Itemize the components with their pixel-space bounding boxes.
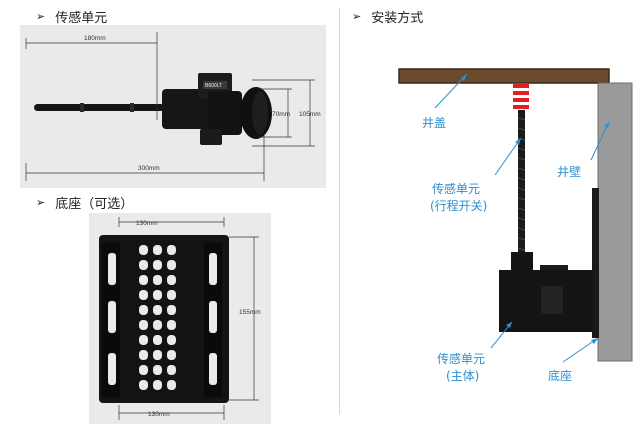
dim-label-base-width-bottom: 130mm <box>148 411 170 418</box>
well-wall <box>597 82 633 362</box>
well-wall-bracket <box>592 188 599 338</box>
probe-rod-joint <box>80 103 84 112</box>
heading-base-optional-text: 底座（可选） <box>55 196 134 211</box>
probe-rod <box>34 104 164 111</box>
dim-label-300: 300mm <box>138 165 160 172</box>
sensor-body <box>162 89 212 129</box>
dim-label-180: 180mm <box>84 35 106 42</box>
device-code-label: B600LT <box>205 83 222 89</box>
label-manhole-cover: 井盖 <box>422 116 446 130</box>
bullet-arrow-icon: ➢ <box>352 11 362 23</box>
heading-installation: ➢ 安装方式 <box>352 7 423 26</box>
base-slot-grid <box>139 245 176 390</box>
sensor-mid-housing <box>208 91 242 135</box>
sensor-unit-drawing: B600LT 180mm 300mm 70mm 105mm <box>25 32 321 181</box>
heading-sensor-unit-text: 传感单元 <box>55 10 108 25</box>
dim-label-base-height: 155mm <box>239 309 261 316</box>
unit-front-cap <box>541 286 563 314</box>
label-switch-line2: (行程开关) <box>430 198 487 213</box>
installation-diagram: 井盖 井壁 传感单元 (行程开关) 传感单元 (主体) 底座 <box>398 68 633 383</box>
switch-rod <box>518 110 525 260</box>
red-spring <box>513 84 529 109</box>
sensor-end-cap-rim <box>252 91 268 135</box>
column-divider <box>339 8 340 414</box>
sensor-label-plate <box>203 81 227 89</box>
probe-rod-joint <box>130 103 134 112</box>
label-main-unit-line1: 传感单元 <box>437 351 485 366</box>
label-well-wall: 井壁 <box>557 164 581 179</box>
sensor-unit-photo: B600LT 180mm 300mm 70mm 105mm <box>20 25 326 188</box>
label-main-unit-line2: (主体) <box>446 369 479 383</box>
sensor-bottom-clip <box>200 129 222 145</box>
switch-rod-thread <box>517 117 526 251</box>
dim-label-base-width-top: 130mm <box>136 220 158 227</box>
base-drawing: 130mm 130mm 155mm <box>99 217 261 420</box>
dim-label-70: 70mm <box>272 111 290 118</box>
bullet-arrow-icon: ➢ <box>36 197 46 209</box>
manhole-cover <box>398 68 610 84</box>
label-base: 底座 <box>548 368 572 383</box>
base-plate <box>99 235 229 403</box>
dim-label-105: 105mm <box>299 111 321 118</box>
label-switch-line1: 传感单元 <box>432 181 480 196</box>
heading-installation-text: 安装方式 <box>371 10 424 25</box>
heading-base-optional: ➢ 底座（可选） <box>36 193 133 212</box>
bullet-arrow-icon: ➢ <box>36 11 46 23</box>
rod-connector <box>511 252 533 270</box>
base-photo: 130mm 130mm 155mm <box>89 213 271 424</box>
heading-sensor-unit: ➢ 传感单元 <box>36 7 107 26</box>
